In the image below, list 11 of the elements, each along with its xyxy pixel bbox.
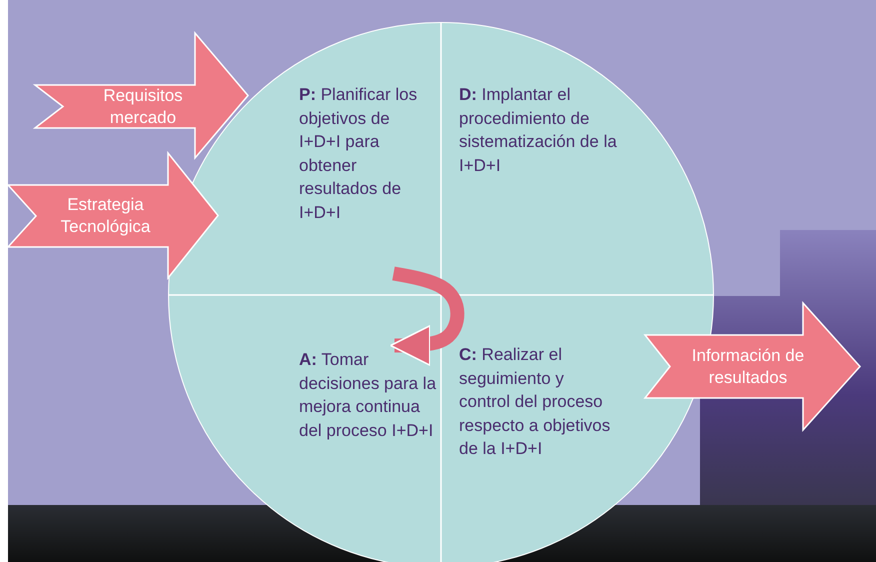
quadrant-text: C: Realizar el seguimiento y control del proceso respecto a objetivos de la I+D+I: [459, 343, 619, 503]
cycle-arrow: [390, 266, 464, 366]
block-arrow: [8, 153, 218, 278]
quadrant-text: P: Planificar los objetivos de I+D+I para obtener resultados de I+D+I: [299, 83, 421, 273]
quadrant-text: A: Tomar decisiones para la mejora continua del proceso I+D+I: [299, 323, 444, 483]
arrow-label: Información de resultados: [690, 344, 806, 388]
arrow-label: Estrategia Tecnológica: [60, 194, 152, 238]
block-arrow: [645, 303, 860, 430]
block-arrow: [35, 33, 248, 158]
quadrant-text: D: Implantar el procedimiento de sistematización de la I+D+I: [459, 83, 624, 193]
arrow-label: Requisitos mercado: [102, 84, 184, 128]
